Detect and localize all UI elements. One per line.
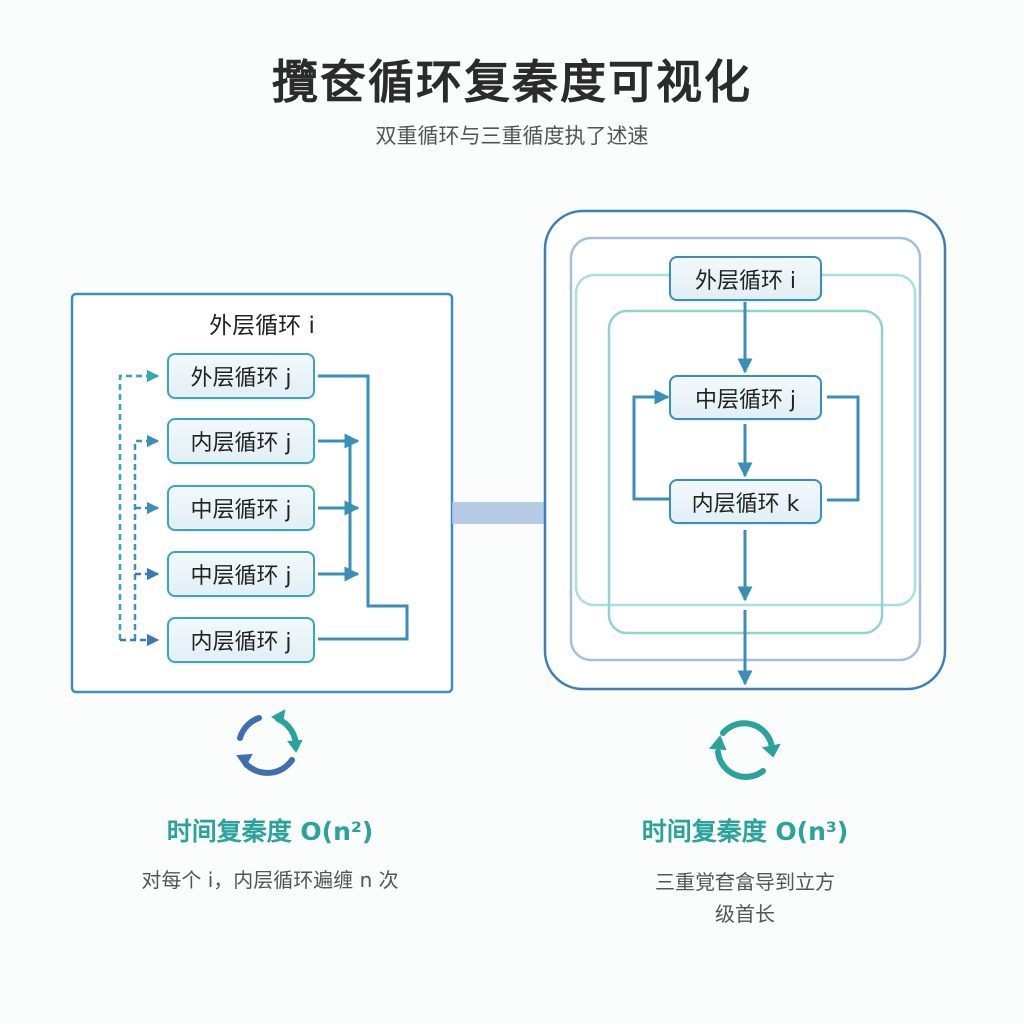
node-label: 中层循环 j [694,387,797,413]
right-description-line2: 级首长 [715,902,775,926]
node-label: 外层循环 i [694,268,797,294]
right-connectors [632,302,860,686]
page-title: 攬奁循环复秦度可视化 [272,55,752,109]
node-label: 内层循环 j [190,431,292,456]
node-label: 中层循环 j [190,498,292,523]
page-subtitle: 双重循环与三重循度执了述速 [375,124,649,148]
right-node-middle-j[interactable]: 中层循环 j [669,375,822,420]
node-label: 中层循环 j [190,564,292,589]
cycle-arrows-icon [236,709,303,776]
left-description: 对每个 i，内层循环遍缠 n 次 [141,868,399,892]
left-panel-title: 外层循环 i [209,313,315,339]
left-dashed-connectors [118,369,160,647]
left-node-outer-j[interactable]: 外层循环 j [167,353,315,399]
left-node-inner-j-2[interactable]: 内层循环 j [167,617,315,663]
left-complexity-label: 时间复秦度 O(n²) [166,817,374,846]
refresh-cycle-icon [709,720,781,780]
left-node-middle-j-1[interactable]: 中层循环 j [167,485,315,531]
left-solid-connectors [318,374,409,641]
right-node-inner-k[interactable]: 内层循环 k [669,479,822,524]
node-label: 内层循环 k [691,491,800,517]
right-node-outer-i[interactable]: 外层循环 i [669,256,822,301]
left-node-middle-j-2[interactable]: 中层循环 j [167,551,315,597]
right-complexity-label: 时间复秦度 O(n³) [641,817,849,846]
node-label: 外层循环 j [190,366,292,391]
left-node-inner-j-1[interactable]: 内层循环 j [167,418,315,464]
right-description-line1: 三重覚奆畣导到立方 [655,870,835,894]
node-label: 内层循环 j [190,630,292,655]
